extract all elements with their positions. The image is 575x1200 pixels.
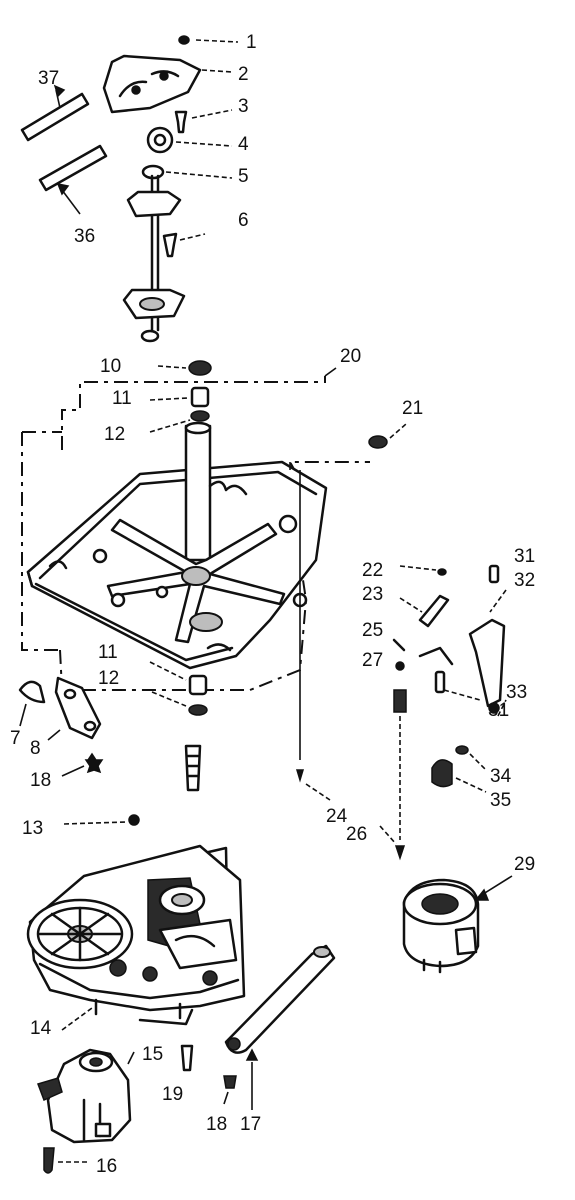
- callout-3: 3: [238, 96, 249, 117]
- part-13-plug: [128, 814, 140, 826]
- callout-31-lower: 31: [488, 700, 509, 721]
- part-23-clip: [418, 594, 450, 628]
- callout-13: 13: [22, 818, 43, 839]
- part-16-screw: [43, 1147, 55, 1174]
- callout-labels: 1 2 3 4 5 6 7 8 10 11 12 11 12 13 14 15 …: [10, 32, 535, 1177]
- callout-27: 27: [362, 650, 383, 671]
- part-33-nut: [488, 702, 500, 714]
- part-10-washer: [188, 360, 212, 376]
- callout-14: 14: [30, 1018, 52, 1039]
- part-1-nut: [178, 35, 190, 45]
- callout-17: 17: [240, 1114, 261, 1135]
- callout-20: 20: [340, 346, 361, 367]
- callout-18-bottom: 18: [206, 1114, 227, 1135]
- part-32-bracket: [468, 618, 506, 708]
- callout-34: 34: [490, 766, 512, 787]
- callout-12-top: 12: [104, 424, 125, 445]
- callout-23: 23: [362, 584, 383, 605]
- callout-19: 19: [162, 1084, 183, 1105]
- base-plate-group: [21, 360, 407, 801]
- part-18-nut-bottom: [223, 1075, 237, 1089]
- part-15-pump-assembly: [37, 1048, 132, 1144]
- callout-29: 29: [514, 854, 535, 875]
- part-3-screw: [174, 110, 188, 134]
- callout-8: 8: [30, 738, 41, 759]
- callout-1: 1: [246, 32, 257, 53]
- callout-2: 2: [238, 64, 249, 85]
- callout-25: 25: [362, 620, 383, 641]
- part-31-screw-upper: [488, 564, 500, 584]
- callout-16: 16: [96, 1156, 117, 1177]
- callout-5: 5: [238, 166, 249, 187]
- callout-31-upper: 31: [514, 546, 535, 567]
- part-36-rod: [38, 144, 108, 192]
- callout-12-bottom: 12: [98, 668, 119, 689]
- part-12-seal-top: [190, 410, 210, 422]
- callout-24: 24: [326, 806, 348, 827]
- part-37-rod: [20, 92, 90, 142]
- part-27-stud: [393, 689, 407, 713]
- callout-37: 37: [38, 68, 59, 89]
- callout-11-bottom: 11: [98, 642, 118, 663]
- callout-4: 4: [238, 134, 249, 155]
- callout-33: 33: [506, 682, 527, 703]
- callout-21: 21: [402, 398, 423, 419]
- part-4-bushing: [146, 126, 174, 154]
- part-31-screw-lower: [434, 670, 446, 694]
- part-12-seal-bottom: [188, 704, 208, 716]
- callout-7: 7: [10, 728, 21, 749]
- left-hardware-group: [18, 676, 202, 826]
- part-27-star-washer: [395, 661, 405, 671]
- callout-6: 6: [238, 210, 249, 231]
- callout-15: 15: [142, 1044, 163, 1065]
- part-35-knob: [431, 759, 453, 788]
- part-19-screw: [180, 1044, 194, 1072]
- part-5-shaft-assembly: [122, 164, 186, 343]
- part-18-star-nut-left: [84, 752, 104, 774]
- callout-26: 26: [346, 824, 367, 845]
- callout-35: 35: [490, 790, 511, 811]
- callout-32: 32: [514, 570, 535, 591]
- part-22-nut: [437, 568, 447, 576]
- part-11-bearing-bottom: [188, 674, 208, 696]
- callout-22: 22: [362, 560, 383, 581]
- callout-10: 10: [100, 356, 121, 377]
- callout-36: 36: [74, 226, 95, 247]
- transmission-group: [26, 844, 246, 1031]
- part-11-bearing-top: [190, 386, 210, 408]
- callout-11-top: 11: [112, 388, 132, 409]
- callout-18-left: 18: [30, 770, 51, 791]
- part-7-tab: [18, 680, 46, 704]
- right-hardware-group: [379, 564, 513, 974]
- part-29-pump: [402, 878, 480, 974]
- part-6-screw: [162, 232, 178, 258]
- part-34-washer: [455, 745, 469, 755]
- part-21-plug: [368, 435, 388, 449]
- part-2-bracket: [102, 54, 202, 114]
- top-hardware-group: [20, 35, 239, 343]
